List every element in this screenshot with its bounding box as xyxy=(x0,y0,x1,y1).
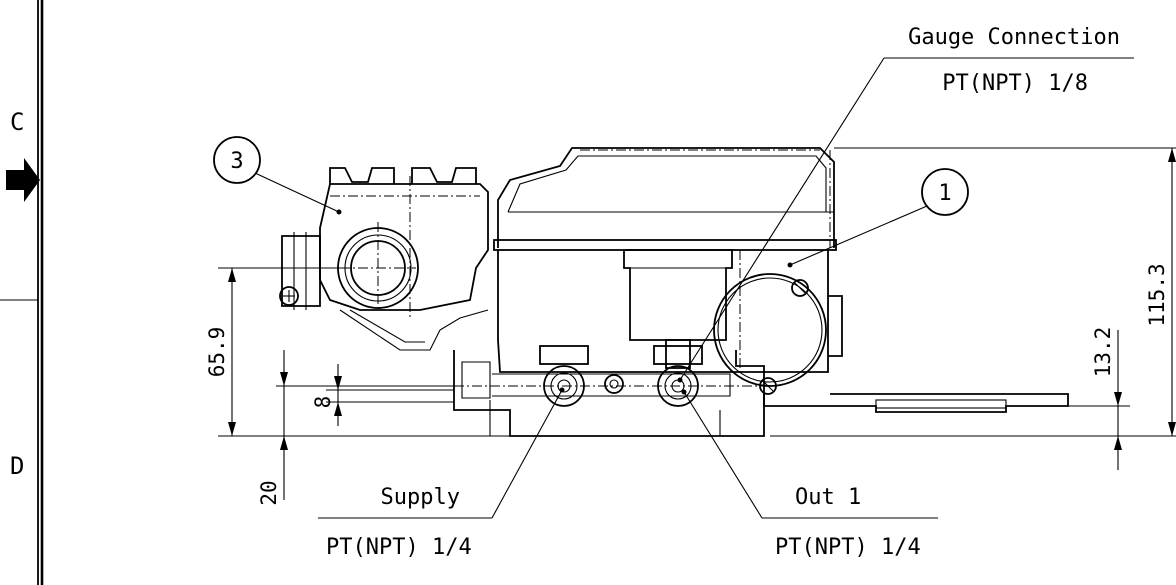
dim-body-offset xyxy=(1068,330,1130,470)
gauge-connection-callout xyxy=(677,57,1134,383)
balloon-3-label: 3 xyxy=(230,149,243,174)
sheet-border xyxy=(0,0,44,585)
terminal-housing xyxy=(279,167,489,351)
balloon-1-label: 1 xyxy=(938,181,951,206)
supply-thread: PT(NPT) 1/4 xyxy=(326,535,472,560)
dim-port-height xyxy=(218,267,490,437)
dim-bottom-offset-value: 20 xyxy=(257,480,281,505)
out1-callout xyxy=(681,389,938,519)
zone-label-d: D xyxy=(10,452,24,480)
leader-dot-3 xyxy=(336,209,342,215)
sheet-arrow-icon xyxy=(6,158,40,202)
leader-item-3 xyxy=(254,172,340,213)
dim-body-offset-value: 13.2 xyxy=(1091,327,1115,378)
zone-label-c: C xyxy=(10,108,24,136)
balloon-item-3 xyxy=(213,136,261,184)
dim-port-height-value: 65.9 xyxy=(205,327,229,378)
out1-thread: PT(NPT) 1/4 xyxy=(775,535,921,560)
gauge-connection-label: Gauge Connection xyxy=(908,25,1120,50)
leader-item-1 xyxy=(789,205,928,266)
out1-label: Out 1 xyxy=(795,485,861,510)
supply-label: Supply xyxy=(381,485,460,510)
leader-dot-1 xyxy=(787,262,793,268)
gauge-connection-thread: PT(NPT) 1/8 xyxy=(942,71,1088,96)
positioner-body xyxy=(453,147,1069,437)
balloon-item-1 xyxy=(921,168,969,216)
dim-port-spacing xyxy=(326,364,454,426)
dim-overall-height-value: 115.3 xyxy=(1145,263,1169,326)
dim-bottom-offset xyxy=(276,350,454,500)
supply-callout xyxy=(318,387,565,519)
dim-overall-height xyxy=(770,147,1176,437)
dim-port-spacing-value: 8 xyxy=(311,396,335,409)
